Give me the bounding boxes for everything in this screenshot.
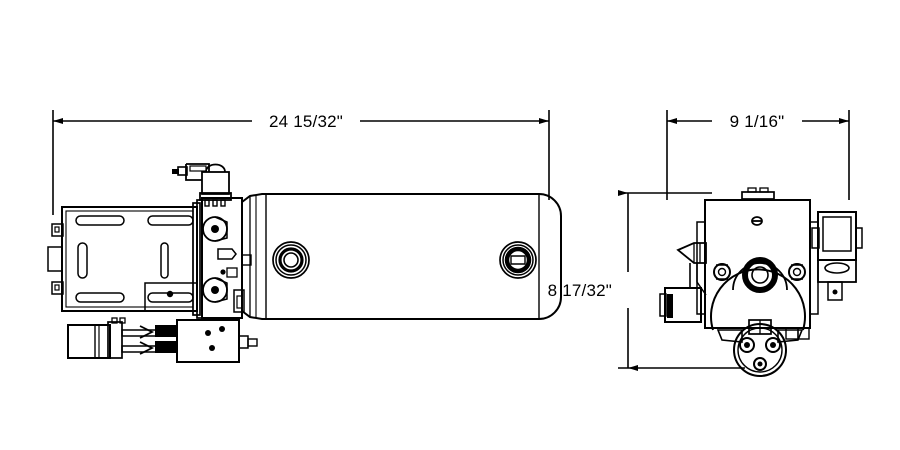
gear-pump-housing	[716, 319, 810, 377]
reservoir-tank	[241, 193, 562, 320]
mounting-bracket-plate	[47, 199, 203, 319]
side-view	[47, 163, 562, 363]
dimension-overall-width: 9 1/16"	[666, 110, 850, 200]
port-fitting-front	[272, 241, 310, 279]
end-view	[659, 187, 863, 377]
shaft-hub	[710, 257, 806, 331]
dimension-overall-length: 24 15/32"	[52, 110, 550, 215]
dimension-label-overall-width: 9 1/16"	[730, 112, 785, 131]
dimension-label-overall-height: 8 17/32"	[548, 281, 612, 300]
port-fitting-rear	[499, 241, 537, 279]
bolt-boss-right	[788, 263, 806, 281]
bolt-boss-left	[713, 263, 731, 281]
manifold-block	[107, 317, 258, 363]
dc-motor-end	[659, 242, 707, 323]
dimension-overall-height: 8 17/32"	[548, 190, 745, 371]
solenoid-valve-end	[811, 211, 863, 301]
pump-body	[144, 197, 252, 319]
solenoid-valve	[172, 163, 232, 207]
dimension-label-overall-length: 24 15/32"	[269, 112, 343, 131]
dc-motor	[67, 324, 111, 359]
